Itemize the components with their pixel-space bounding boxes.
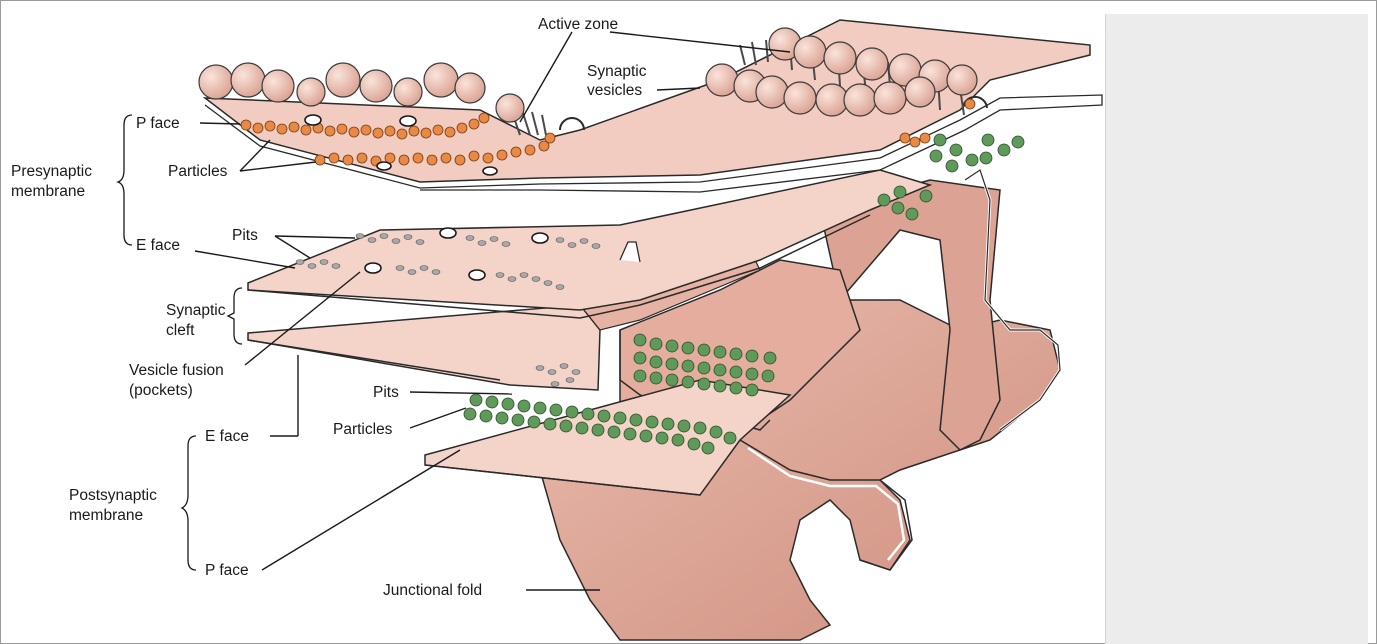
label-post-p-face: P face <box>205 562 249 579</box>
label-vesicle-fusion-line1: Vesicle fusion <box>129 362 224 379</box>
label-synaptic-cleft-line2: cleft <box>166 322 195 339</box>
label-vesicle-fusion-line2: (pockets) <box>129 382 193 399</box>
synapse-membrane-diagram: Active zone Synaptic vesicles P face Pre… <box>0 0 1105 644</box>
label-particles-bottom: Particles <box>333 421 393 438</box>
label-postsynaptic-line2: membrane <box>69 507 143 524</box>
label-presynaptic-line2: membrane <box>11 183 85 200</box>
label-junctional-fold: Junctional fold <box>383 582 482 599</box>
label-pits-bottom: Pits <box>373 384 399 401</box>
label-pre-p-face: P face <box>136 115 180 132</box>
label-particles-top: Particles <box>168 163 228 180</box>
label-post-e-face: E face <box>205 428 249 445</box>
label-synaptic-vesicles-line2: vesicles <box>587 82 642 99</box>
label-synaptic-cleft-line1: Synaptic <box>166 302 226 319</box>
right-sidebar-panel <box>1105 14 1368 644</box>
label-presynaptic-line1: Presynaptic <box>11 163 92 180</box>
label-postsynaptic-line1: Postsynaptic <box>69 487 157 504</box>
label-pre-e-face: E face <box>136 237 180 254</box>
label-synaptic-vesicles-line1: Synaptic <box>587 63 647 80</box>
label-pits-top: Pits <box>232 227 258 244</box>
label-active-zone: Active zone <box>538 16 618 33</box>
